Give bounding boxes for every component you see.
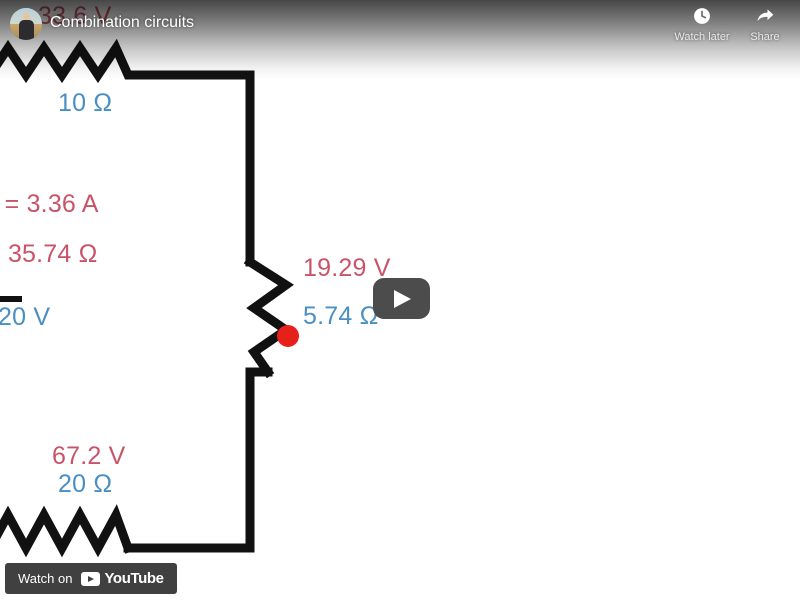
label-total-resistance: = 35.74 Ω [0,240,98,268]
youtube-logo: YouTube [81,570,164,587]
avatar-person-body [19,20,34,40]
watch-later-button[interactable]: Watch later [662,6,742,43]
share-label: Share [750,31,780,43]
share-button[interactable]: Share [725,6,800,43]
watch-on-label: Watch on [18,571,73,586]
cursor-dot [277,325,299,347]
label-r1-resistance: 10 Ω [58,89,113,117]
clock-icon [662,6,742,28]
play-button[interactable] [373,278,430,319]
label-parallel-resistance: 5.74 Ω [303,302,379,330]
avatar-person-head [23,13,30,20]
label-parallel-voltage: 19.29 V [303,254,391,282]
channel-avatar[interactable] [10,8,42,40]
label-r3-voltage: 67.2 V [52,442,126,470]
video-title[interactable]: Combination circuits [50,14,195,31]
youtube-wordmark: YouTube [104,570,164,587]
play-triangle-icon [394,290,411,308]
share-arrow-icon [725,6,800,28]
label-r3-resistance: 20 Ω [58,470,113,498]
youtube-play-icon [81,571,101,586]
watch-later-label: Watch later [674,31,730,43]
label-total-current: ₑ = 3.36 A [0,190,99,218]
watch-on-youtube-button[interactable]: Watch on YouTube [5,563,177,594]
label-source-voltage: 20 V [0,303,51,331]
battery-plate-icon [0,296,22,302]
